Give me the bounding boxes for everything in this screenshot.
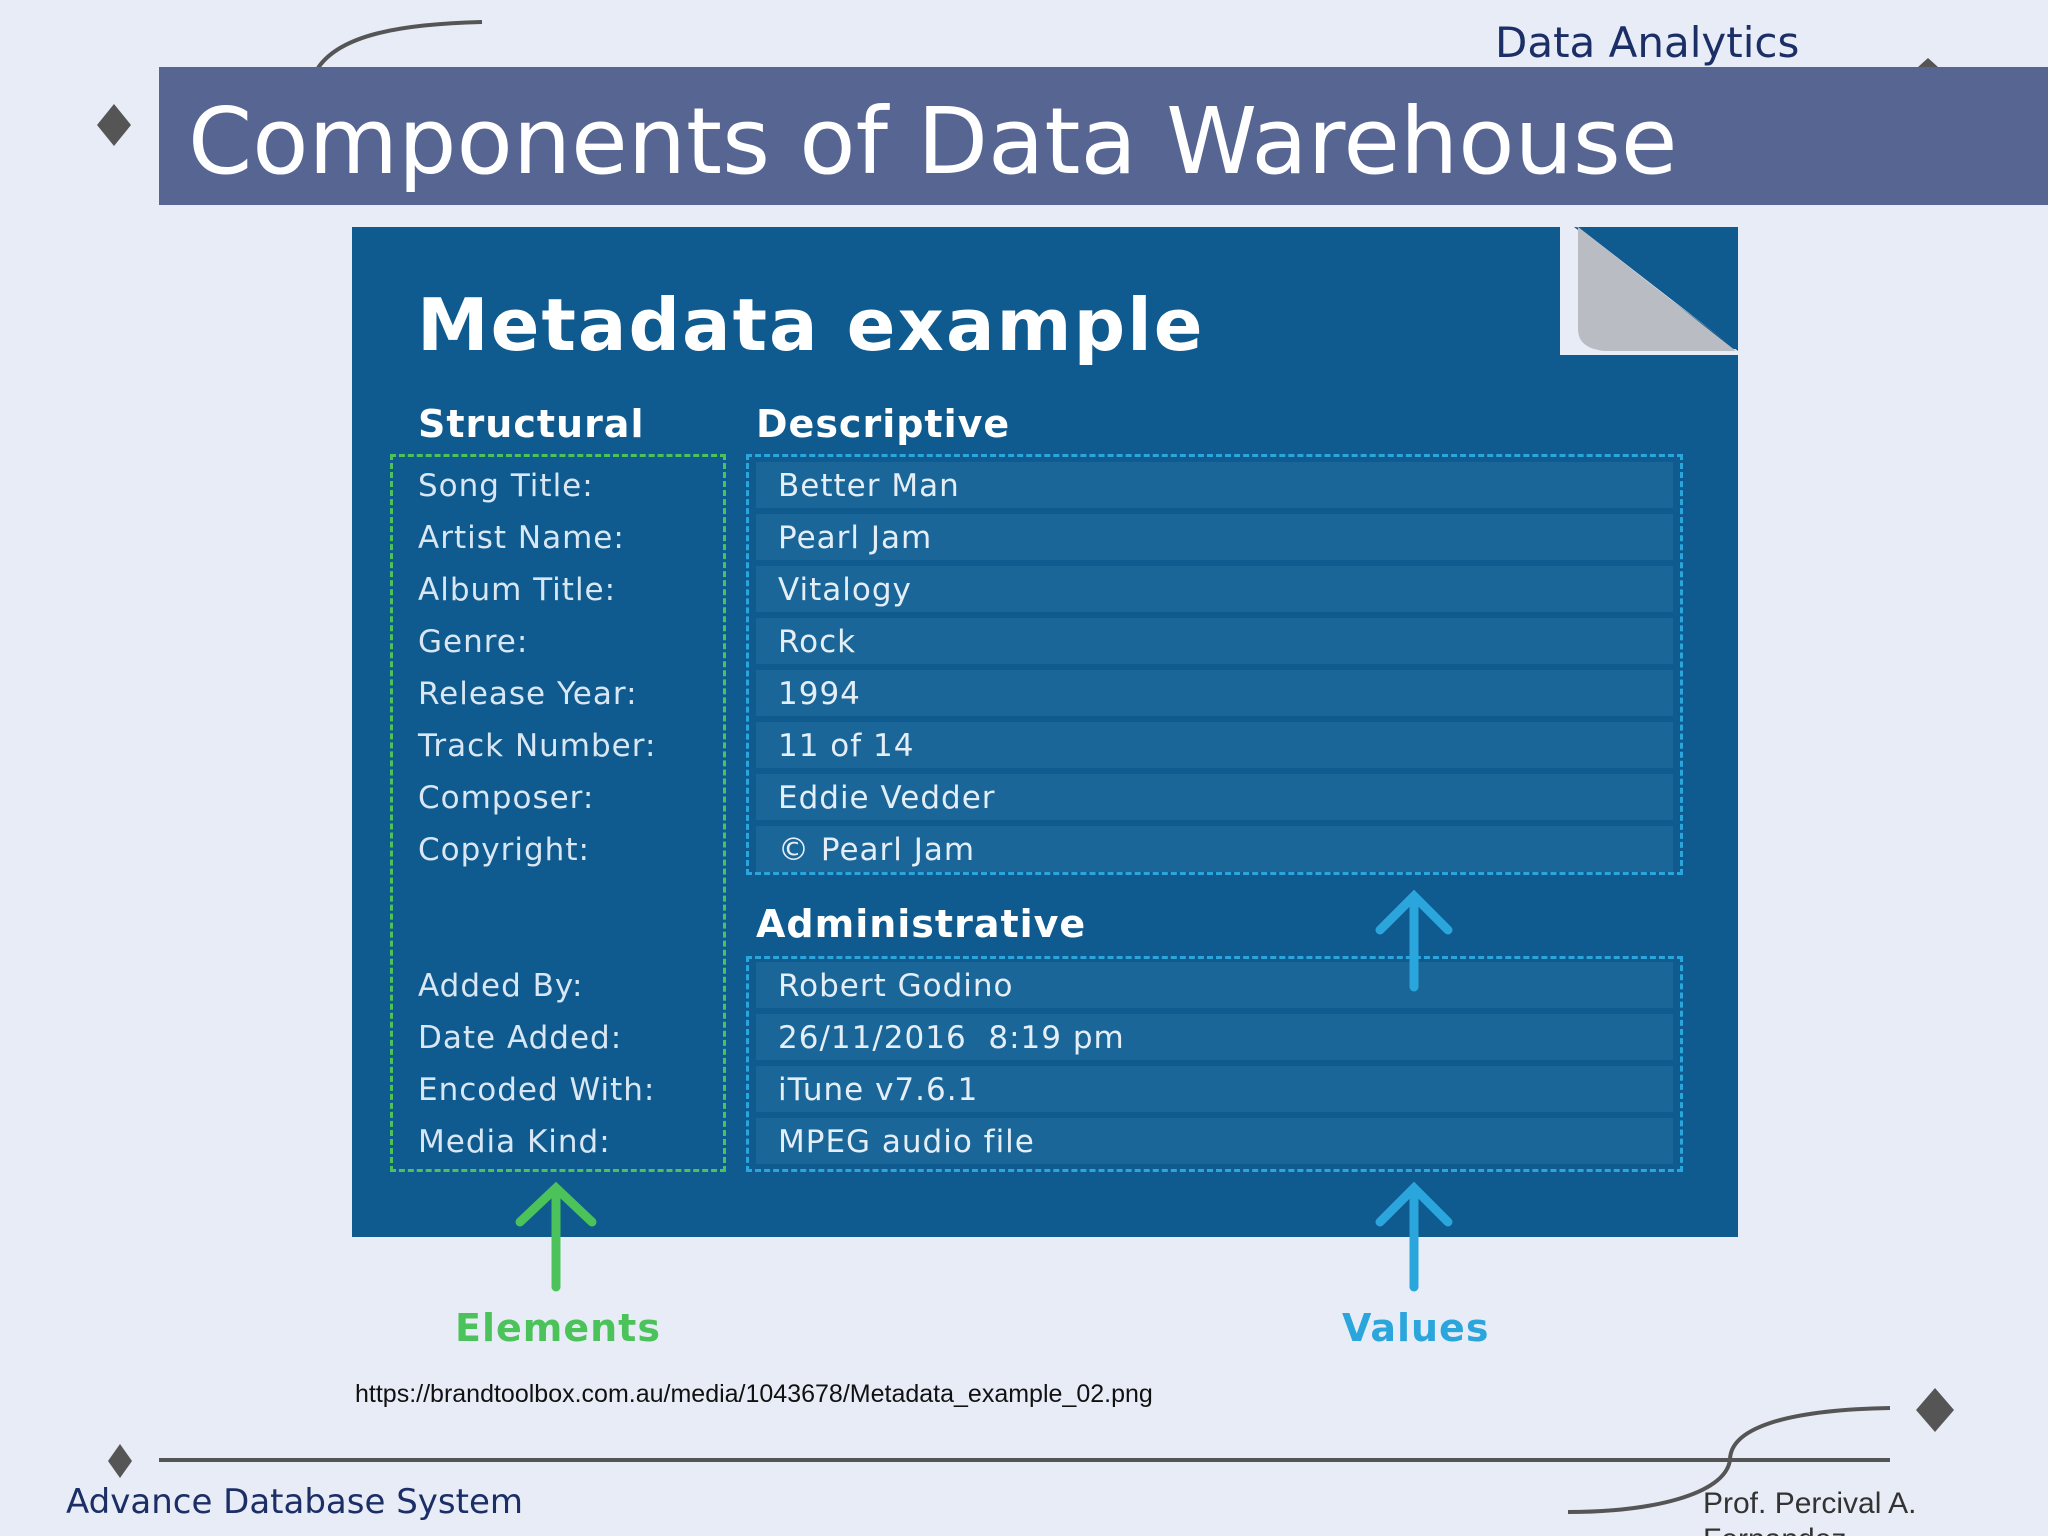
value-text: Rock (778, 624, 857, 660)
footer-right-diamond (1916, 1388, 1954, 1432)
element-label: Date Added: (418, 1020, 623, 1056)
value-row: Eddie Vedder (756, 774, 1673, 820)
top-left-diamond (97, 104, 131, 146)
administrative-dashed-box (746, 956, 1683, 1172)
administrative-heading: Administrative (756, 902, 1087, 946)
value-text: iTune v7.6.1 (778, 1072, 979, 1108)
element-label: Copyright: (418, 832, 590, 868)
value-text: © Pearl Jam (778, 832, 976, 868)
value-text: Robert Godino (778, 968, 1014, 1004)
footer-author: Prof. Percival A. Fernandez (1703, 1487, 1917, 1536)
element-label: Track Number: (418, 728, 657, 764)
elements-label: Elements (455, 1306, 661, 1350)
values-arrow-upper-icon (1375, 889, 1453, 992)
element-label: Artist Name: (418, 520, 625, 556)
value-row: 11 of 14 (756, 722, 1673, 768)
footer-left-diamond (108, 1444, 132, 1478)
value-row: Better Man (756, 462, 1673, 508)
slide-title: Components of Data Warehouse (188, 88, 1678, 195)
title-bar (159, 67, 2048, 205)
element-label: Release Year: (418, 676, 638, 712)
value-text: Pearl Jam (778, 520, 933, 556)
course-header: Data Analytics (1495, 18, 1800, 67)
value-row: 26/11/2016 8:19 pm (756, 1014, 1673, 1060)
value-row: Rock (756, 618, 1673, 664)
descriptive-heading: Descriptive (756, 402, 1011, 446)
element-label: Song Title: (418, 468, 594, 504)
element-label: Genre: (418, 624, 529, 660)
value-text: Eddie Vedder (778, 780, 996, 816)
element-label: Added By: (418, 968, 584, 1004)
footer-curve-decoration (1567, 1406, 1891, 1514)
value-row: Pearl Jam (756, 514, 1673, 560)
values-label: Values (1342, 1306, 1490, 1350)
descriptive-dashed-box (746, 454, 1683, 875)
elements-arrow-icon (515, 1181, 597, 1292)
structural-dashed-box (390, 454, 726, 1172)
element-label: Album Title: (418, 572, 617, 608)
element-label: Media Kind: (418, 1124, 611, 1160)
value-text: Better Man (778, 468, 960, 504)
value-row: 1994 (756, 670, 1673, 716)
element-label: Encoded With: (418, 1072, 656, 1108)
element-label: Composer: (418, 780, 595, 816)
value-text: MPEG audio file (778, 1124, 1035, 1160)
source-url[interactable]: https://brandtoolbox.com.au/media/104367… (355, 1380, 1153, 1408)
value-row: © Pearl Jam (756, 826, 1673, 872)
value-text: 26/11/2016 8:19 pm (778, 1020, 1125, 1056)
top-curve-decoration (316, 20, 483, 70)
footer-course-name: Advance Database System (66, 1482, 523, 1522)
value-row: Robert Godino (756, 962, 1673, 1008)
structural-heading: Structural (418, 402, 645, 446)
value-row: iTune v7.6.1 (756, 1066, 1673, 1112)
value-row: MPEG audio file (756, 1118, 1673, 1164)
value-text: Vitalogy (778, 572, 912, 608)
value-text: 11 of 14 (778, 728, 915, 764)
top-right-diamond (1918, 58, 1938, 67)
figure-title: Metadata example (417, 283, 1205, 367)
value-text: 1994 (778, 676, 861, 712)
values-arrow-lower-icon (1375, 1181, 1453, 1292)
page-fold-corner (1560, 227, 1738, 355)
value-row: Vitalogy (756, 566, 1673, 612)
